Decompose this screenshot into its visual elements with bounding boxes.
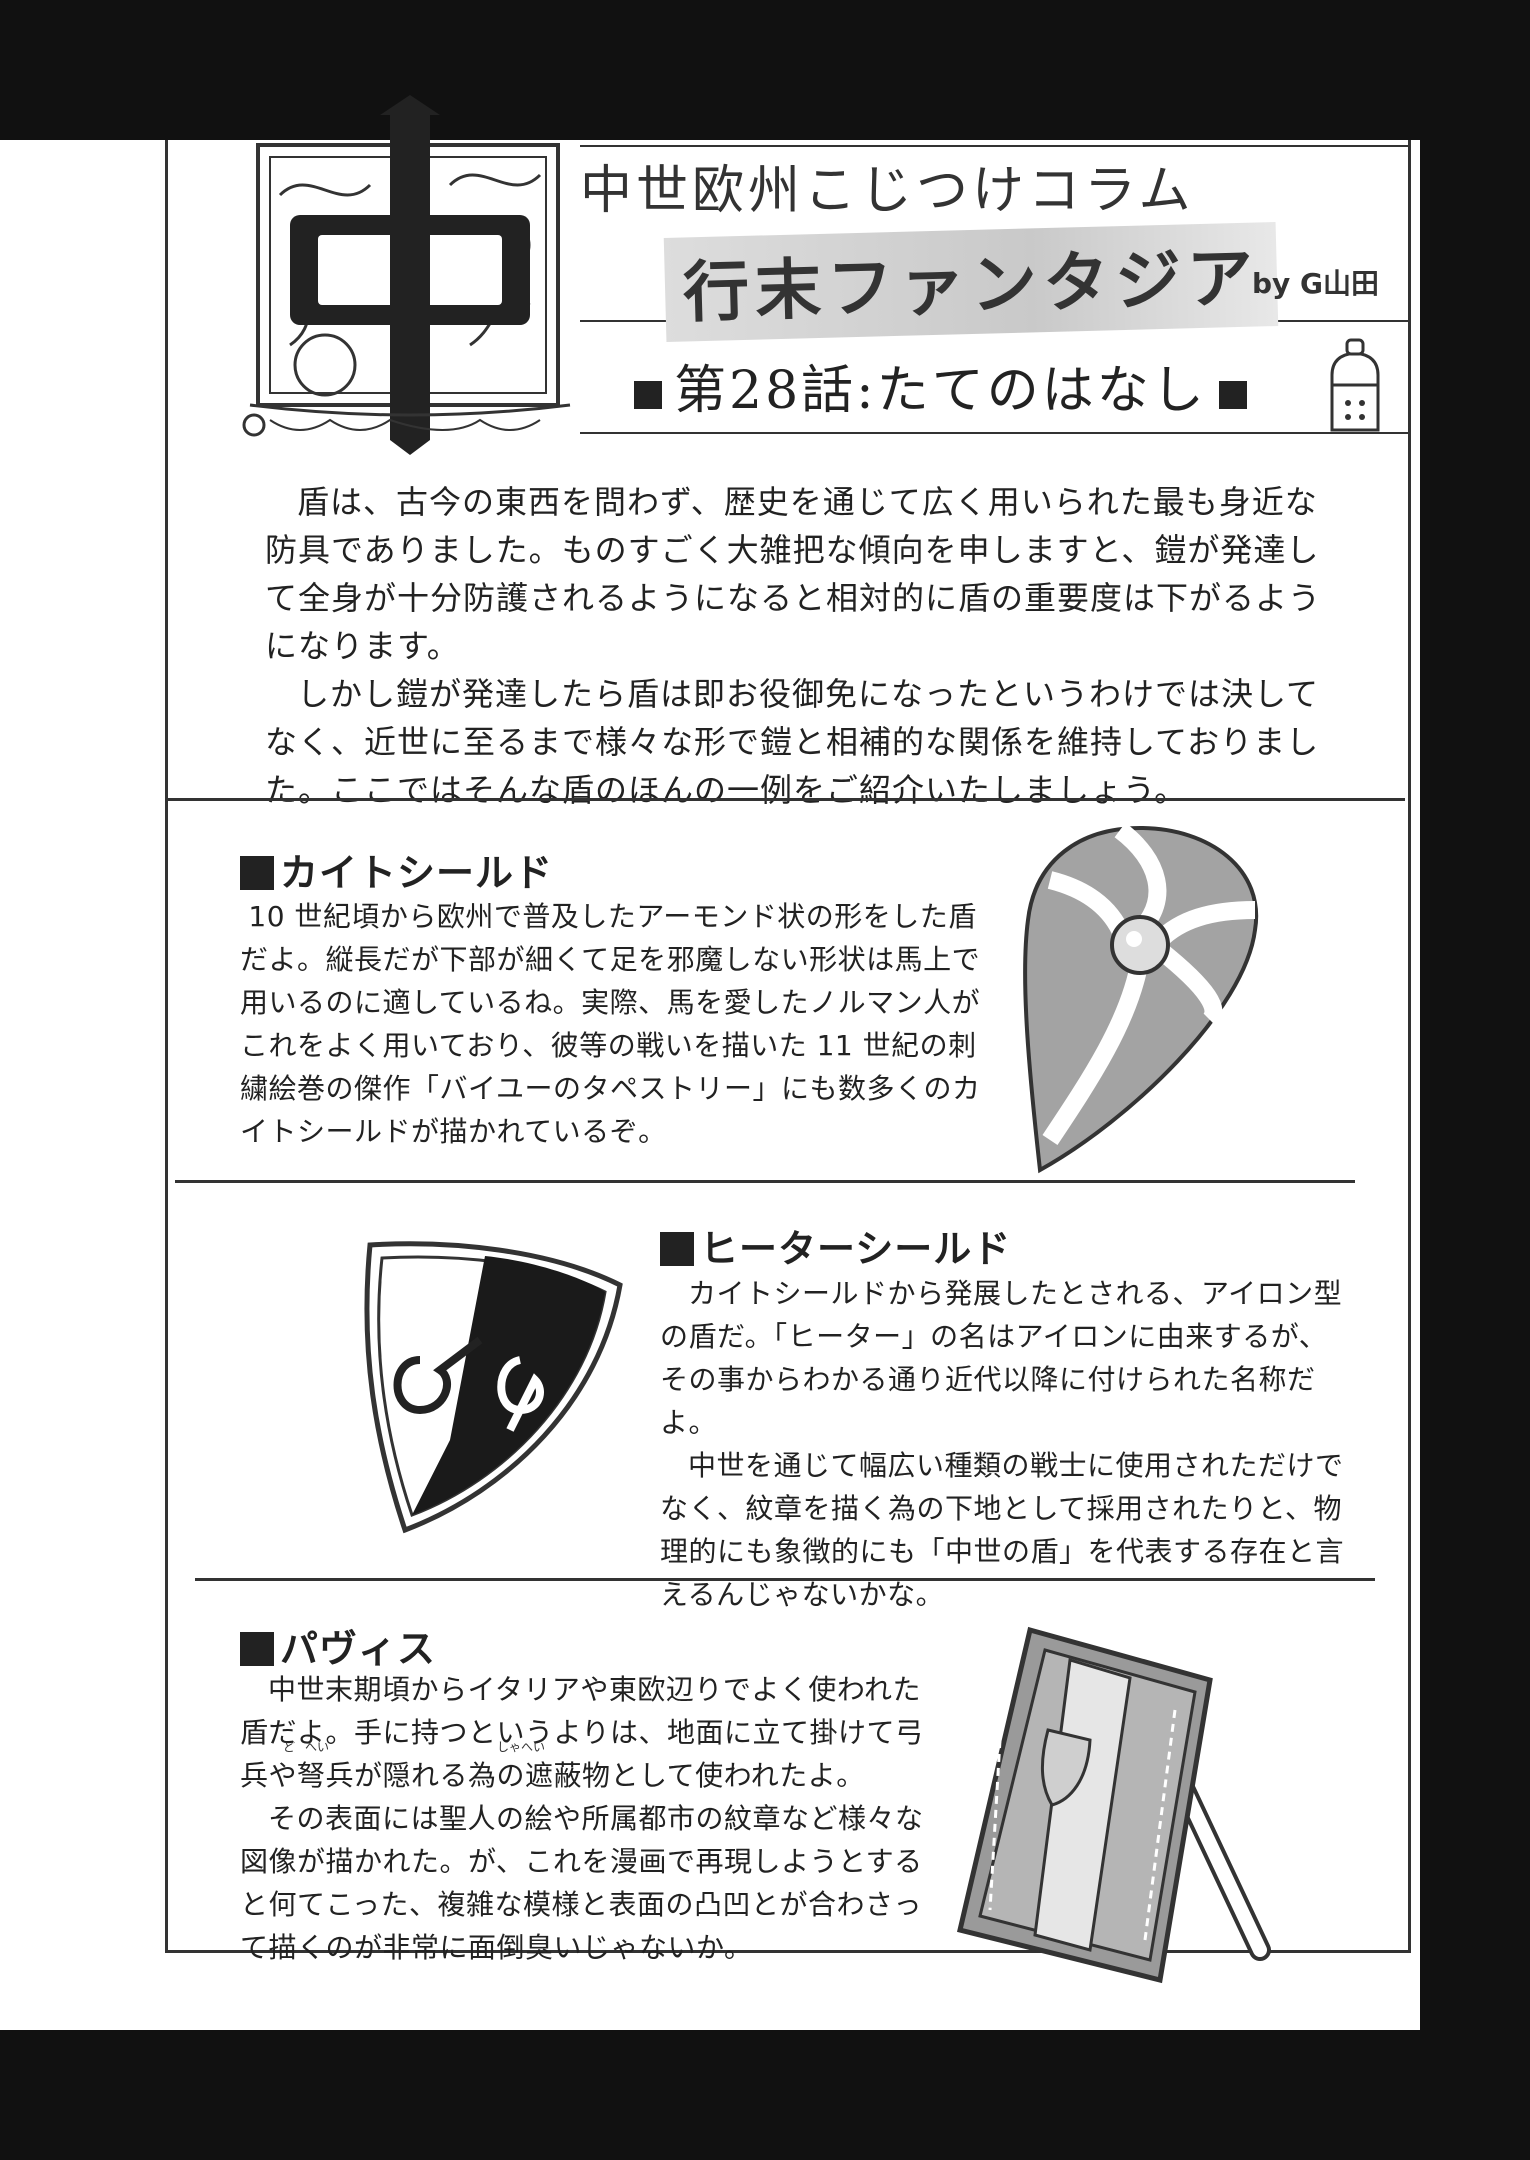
square-bullet-icon [660, 1232, 694, 1266]
heater-shield-icon [364, 1241, 623, 1534]
episode-text: 第28話:たてのはなし [674, 361, 1207, 421]
section-paragraph: 中世末期頃からイタリアや東欧辺りでよく使われた盾だよ。手に持つというよりは、地面… [240, 1673, 924, 1792]
section-divider [175, 1180, 1355, 1183]
section-paragraph: 10 世紀頃から欧州で普及したアーモンド状の形をした盾だよ。縦長だが下部が細くて… [240, 900, 981, 1148]
header-bottom-line [580, 432, 1410, 434]
kite-shield-icon [1023, 822, 1259, 1174]
ruby-annotation: へい [305, 1740, 330, 1754]
section-title-pavise: パヴィス [240, 1618, 436, 1673]
section-paragraph: その表面には聖人の絵や所属都市の紋章など様々な図像が描かれた。が、これを漫画で再… [240, 1802, 924, 1964]
section-body-pavise: 中世末期頃からイタリアや東欧辺りでよく使われた盾だよ。手に持つというよりは、地面… [240, 1668, 930, 1969]
series-title: 行末ファンタジア [663, 222, 1279, 342]
intro-paragraph: しかし鎧が発達したら盾は即お役御免になったというわけでは決してなく、近世に至るま… [265, 675, 1320, 809]
pavise-icon [957, 1626, 1271, 1984]
section-paragraph: 中世を通じて幅広い種類の戦士に使用されただけでなく、紋章を描く為の下地として採用… [660, 1449, 1345, 1611]
section-body-heater-shield: カイトシールドから発展したとされる、アイロン型の盾だ。「ヒーター」の名はアイロン… [660, 1272, 1350, 1616]
square-bullet-icon [1218, 380, 1247, 409]
square-bullet-icon [240, 856, 274, 890]
intro-text: 盾は、古今の東西を問わず、歴史を通じて広く用いられた最も身近な防具でありました。… [265, 478, 1345, 814]
section-title-heater-shield: ヒーターシールド [660, 1218, 1011, 1273]
section-title-text: カイトシールド [280, 851, 554, 895]
episode-title: 第28話:たてのはなし [622, 348, 1259, 423]
section-title-kite-shield: カイトシールド [240, 842, 553, 897]
page-frame [165, 140, 1411, 1953]
square-bullet-icon [634, 380, 662, 409]
column-title: 中世欧州こじつけコラム [580, 161, 1195, 221]
square-bullet-icon [240, 1632, 274, 1666]
ruby-annotation: しゃへい [497, 1740, 546, 1754]
section-title-text: ヒーターシールド [700, 1227, 1012, 1271]
section-divider [165, 798, 1405, 801]
section-title-text: パヴィス [280, 1627, 437, 1671]
section-paragraph: カイトシールドから発展したとされる、アイロン型の盾だ。「ヒーター」の名はアイロン… [660, 1277, 1343, 1439]
section-divider [195, 1578, 1375, 1581]
ruby-annotation: ど [283, 1740, 296, 1754]
intro-paragraph: 盾は、古今の東西を問わず、歴史を通じて広く用いられた最も身近な防具でありました。… [265, 483, 1322, 665]
section-body-kite-shield: 10 世紀頃から欧州で普及したアーモンド状の形をした盾だよ。縦長だが下部が細くて… [240, 895, 985, 1153]
emblem-icon [242, 95, 571, 455]
author-credit: by G山田 [1252, 267, 1380, 300]
header-top-line [580, 145, 1410, 147]
salt-shaker-icon [1330, 338, 1380, 432]
